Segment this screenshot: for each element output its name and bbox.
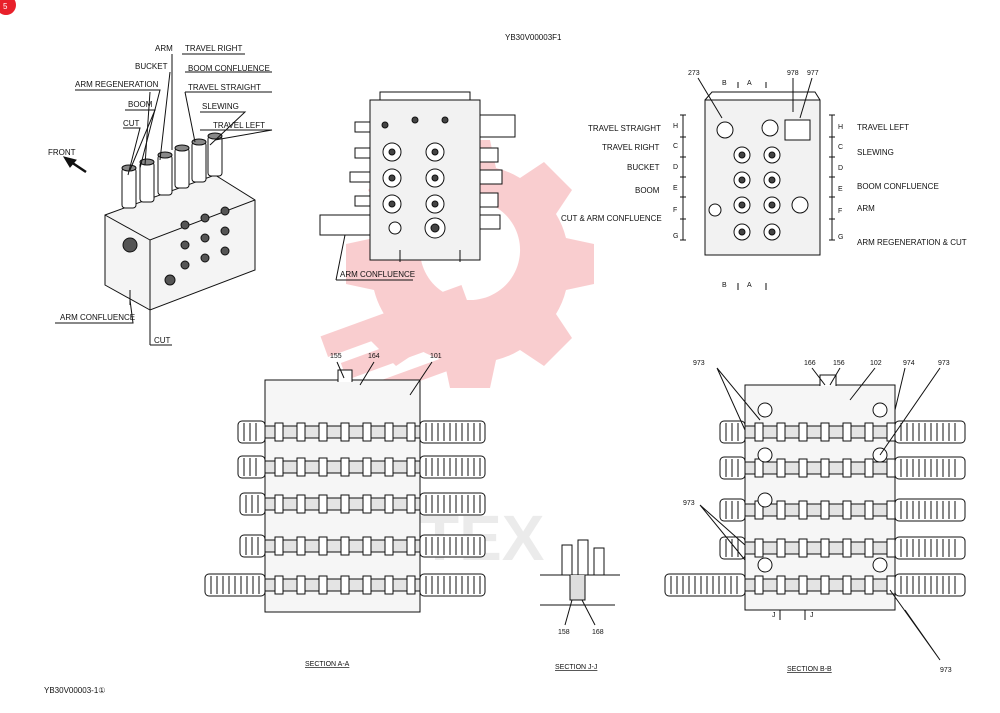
iso-label: ARM bbox=[155, 44, 173, 53]
callout-164: 164 bbox=[368, 353, 380, 360]
right-label: BOOM CONFLUENCE bbox=[857, 182, 939, 191]
section-aa-title: SECTION A-A bbox=[305, 661, 350, 668]
section-mark-a-bottom: A bbox=[747, 282, 752, 289]
port-view-callouts: 273 978 977 B A B A bbox=[688, 70, 819, 289]
section-bb bbox=[664, 367, 966, 661]
iso-label: ARM REGENERATION bbox=[75, 80, 159, 89]
left-label: TRAVEL STRAIGHT bbox=[588, 124, 661, 133]
right-label: SLEWING bbox=[857, 148, 894, 157]
right-letter: D bbox=[838, 165, 843, 172]
iso-label: TRAVEL STRAIGHT bbox=[188, 83, 261, 92]
section-jj bbox=[540, 539, 620, 626]
drawing-number-bottom: YB30V00003-1① bbox=[44, 686, 105, 695]
front-label: FRONT bbox=[48, 148, 76, 157]
iso-label: BUCKET bbox=[135, 62, 168, 71]
callout-102: 102 bbox=[870, 360, 882, 367]
spool-row bbox=[204, 573, 486, 597]
corner-badge-icon bbox=[0, 0, 16, 15]
iso-labels: ARM TRAVEL RIGHT BUCKET BOOM CONFLUENCE … bbox=[60, 44, 270, 345]
callout-155: 155 bbox=[330, 353, 342, 360]
right-label: ARM REGENERATION & CUT bbox=[857, 238, 967, 247]
left-letter: E bbox=[673, 185, 678, 192]
iso-label: CUT bbox=[154, 336, 171, 345]
port-view bbox=[680, 77, 835, 290]
callout-978: 978 bbox=[787, 70, 799, 77]
port-circle-icon bbox=[872, 402, 888, 418]
right-letter: E bbox=[838, 186, 843, 193]
callout-101: 101 bbox=[430, 353, 442, 360]
spool-row bbox=[239, 492, 486, 516]
spool-row bbox=[719, 420, 966, 444]
left-label: BUCKET bbox=[627, 163, 660, 172]
callout-974: 974 bbox=[903, 360, 915, 367]
right-letter: C bbox=[838, 144, 843, 151]
front-view bbox=[319, 91, 516, 281]
section-bb-callouts: 973 166 156 102 974 973 973 973 J J bbox=[683, 360, 952, 674]
right-letter: F bbox=[838, 208, 842, 215]
corner-badge: 5 bbox=[3, 2, 8, 11]
iso-label: SLEWING bbox=[202, 102, 239, 111]
spool-row bbox=[664, 573, 966, 597]
callout-168: 168 bbox=[592, 629, 604, 636]
callout-973: 973 bbox=[683, 500, 695, 507]
j-mark: J bbox=[810, 612, 814, 619]
left-label: BOOM bbox=[635, 186, 660, 195]
drawing-number-top: YB30V00003F1 bbox=[505, 33, 562, 42]
port-circle-icon bbox=[872, 557, 888, 573]
spool-row bbox=[719, 456, 966, 480]
left-letter: F bbox=[673, 207, 677, 214]
callout-156: 156 bbox=[833, 360, 845, 367]
spool-row bbox=[719, 498, 966, 522]
left-label: TRAVEL RIGHT bbox=[602, 143, 659, 152]
callout-973: 973 bbox=[940, 667, 952, 674]
iso-label: CUT bbox=[123, 119, 140, 128]
left-label: CUT & ARM CONFLUENCE bbox=[561, 214, 662, 223]
front-view-label: ARM CONFLUENCE bbox=[340, 270, 415, 279]
port-circle-icon bbox=[757, 557, 773, 573]
section-mark-b-top: B bbox=[722, 80, 727, 87]
port-view-right-labels: H C D E F G TRAVEL LEFT SLEWING BOOM CON… bbox=[838, 123, 967, 247]
section-jj-title: SECTION J-J bbox=[555, 664, 597, 671]
spool-row bbox=[237, 455, 486, 479]
iso-label: TRAVEL LEFT bbox=[213, 121, 265, 130]
spool-row bbox=[719, 536, 966, 560]
section-jj-callouts: 158 168 bbox=[558, 629, 604, 636]
left-letter: H bbox=[673, 123, 678, 130]
section-mark-b-bottom: B bbox=[722, 282, 727, 289]
callout-273: 273 bbox=[688, 70, 700, 77]
callout-973: 973 bbox=[693, 360, 705, 367]
port-circle-icon bbox=[757, 402, 773, 418]
port-view-left-labels: TRAVEL STRAIGHT TRAVEL RIGHT BUCKET BOOM… bbox=[561, 123, 678, 240]
callout-977: 977 bbox=[807, 70, 819, 77]
iso-label: TRAVEL RIGHT bbox=[185, 44, 242, 53]
callout-973: 973 bbox=[938, 360, 950, 367]
section-mark-a-top: A bbox=[747, 80, 752, 87]
iso-label: BOOM bbox=[128, 100, 153, 109]
right-letter: G bbox=[838, 234, 843, 241]
spool-row bbox=[237, 420, 486, 444]
section-bb-title: SECTION B-B bbox=[787, 666, 832, 673]
right-label: TRAVEL LEFT bbox=[857, 123, 909, 132]
iso-view bbox=[55, 53, 273, 346]
iso-label: ARM CONFLUENCE bbox=[60, 313, 135, 322]
left-letter: G bbox=[673, 233, 678, 240]
callout-158: 158 bbox=[558, 629, 570, 636]
left-letter: C bbox=[673, 143, 678, 150]
section-aa-callouts: 155 164 101 bbox=[330, 353, 442, 360]
j-mark: J bbox=[772, 612, 776, 619]
left-letter: D bbox=[673, 164, 678, 171]
right-label: ARM bbox=[857, 204, 875, 213]
right-letter: H bbox=[838, 124, 843, 131]
port-circle-icon bbox=[757, 447, 773, 463]
iso-label: BOOM CONFLUENCE bbox=[188, 64, 270, 73]
port-circle-icon bbox=[757, 492, 773, 508]
spool-row bbox=[239, 534, 486, 558]
section-aa bbox=[204, 361, 486, 613]
callout-166: 166 bbox=[804, 360, 816, 367]
